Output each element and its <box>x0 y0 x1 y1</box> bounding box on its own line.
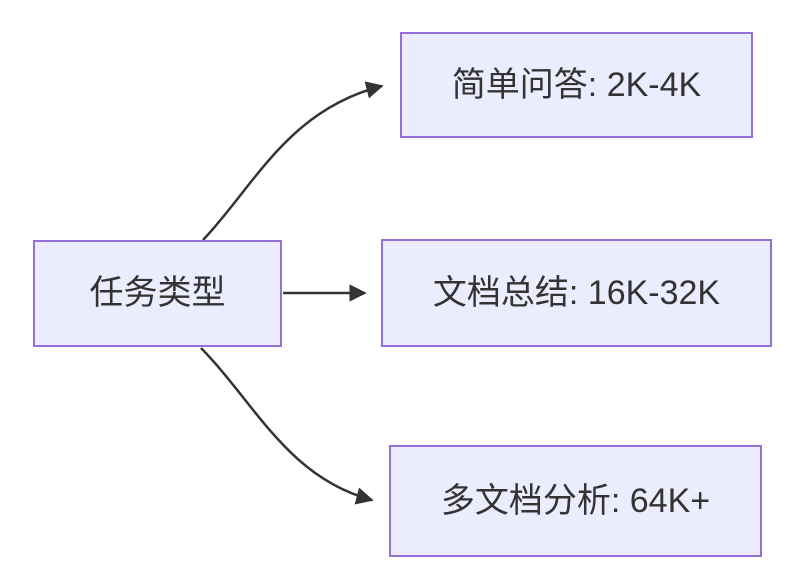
node-doc-summary-label: 文档总结: 16K-32K <box>432 273 721 312</box>
node-task-type-label: 任务类型 <box>89 274 226 313</box>
edge-root-to-simple-qa <box>202 81 384 241</box>
node-simple-qa-label: 简单问答: 2K-4K <box>451 65 702 104</box>
node-doc-summary: 文档总结: 16K-32K <box>381 239 772 347</box>
edge-root-to-multidoc-analysis <box>200 347 374 505</box>
node-multidoc-analysis-label: 多文档分析: 64K+ <box>440 481 711 520</box>
node-multidoc-analysis: 多文档分析: 64K+ <box>389 445 762 557</box>
node-task-type: 任务类型 <box>33 240 282 347</box>
node-simple-qa: 简单问答: 2K-4K <box>400 32 753 138</box>
